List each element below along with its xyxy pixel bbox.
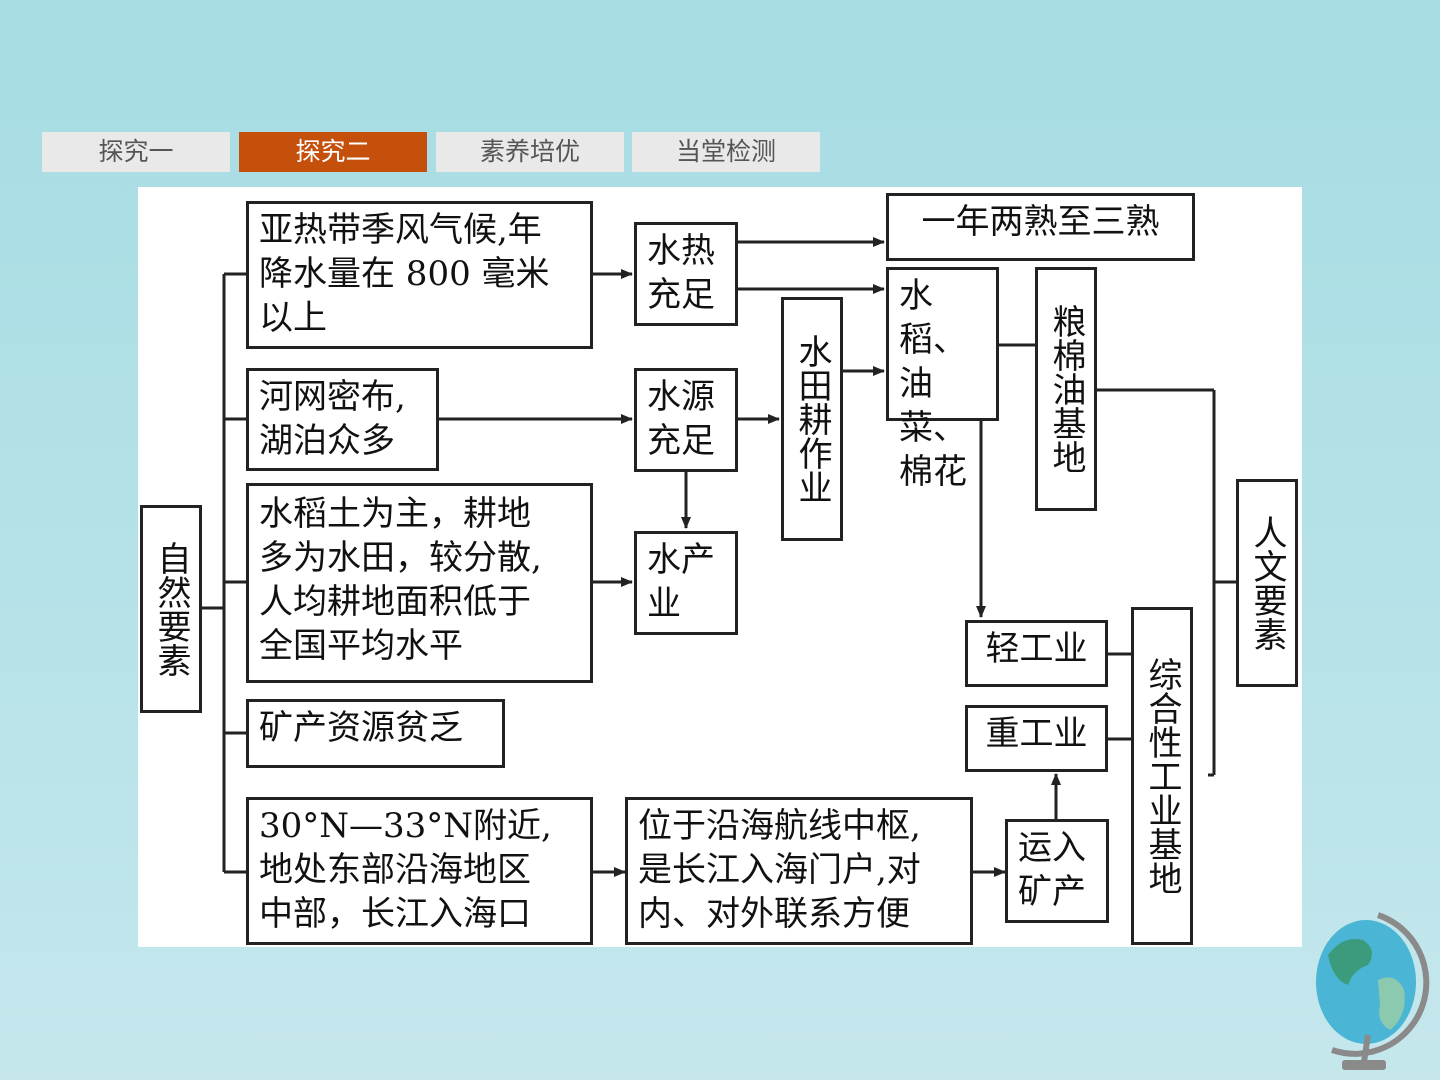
aquaculture-box: 水产 业 bbox=[634, 531, 738, 635]
grain-cotton-oil-base-box: 粮棉油基地 bbox=[1035, 267, 1097, 511]
crops-box: 水稻、 油菜、 棉花 bbox=[886, 267, 999, 492]
heavy-industry-box: 重工业 bbox=[965, 705, 1108, 772]
water-sufficient-box: 水源 充足 bbox=[634, 368, 738, 472]
light-industry-box: 轻工业 bbox=[965, 620, 1108, 687]
rivers-box: 河网密布, 湖泊众多 bbox=[246, 368, 439, 471]
tab-explore-2[interactable]: 探究二 bbox=[239, 132, 427, 172]
minerals-box: 矿产资源贫乏 bbox=[246, 699, 505, 768]
globe-icon bbox=[1316, 912, 1430, 1070]
industrial-base-box: 综合性工业基地 bbox=[1131, 607, 1193, 945]
location-box: 30°N—33°N附近, 地处东部沿海地区 中部，长江入海口 bbox=[246, 797, 593, 945]
harvest-box: 一年两熟至三熟 bbox=[886, 193, 1195, 261]
heat-sufficient-box: 水热 充足 bbox=[634, 222, 738, 326]
human-factors-box: 人文要素 bbox=[1236, 479, 1298, 687]
tab-literacy[interactable]: 素养培优 bbox=[436, 132, 624, 172]
natural-factors-box: 自然要素 bbox=[140, 505, 202, 713]
soil-box: 水稻土为主，耕地 多为水田，较分散, 人均耕地面积低于 全国平均水平 bbox=[246, 483, 593, 683]
diagram-canvas: 自然要素 亚热带季风气候,年 降水量在 800 毫米 以上 河网密布, 湖泊众多… bbox=[138, 187, 1302, 947]
tab-explore-1[interactable]: 探究一 bbox=[42, 132, 230, 172]
connector-lines bbox=[202, 237, 1236, 877]
shipping-hub-box: 位于沿海航线中枢, 是长江入海门户,对 内、对外联系方便 bbox=[625, 797, 973, 945]
climate-box: 亚热带季风气候,年 降水量在 800 毫米 以上 bbox=[246, 201, 593, 349]
paddy-farming-box: 水田耕作业 bbox=[781, 297, 843, 541]
import-minerals-box: 运入 矿产 bbox=[1005, 819, 1109, 923]
tab-class-test[interactable]: 当堂检测 bbox=[632, 132, 820, 172]
